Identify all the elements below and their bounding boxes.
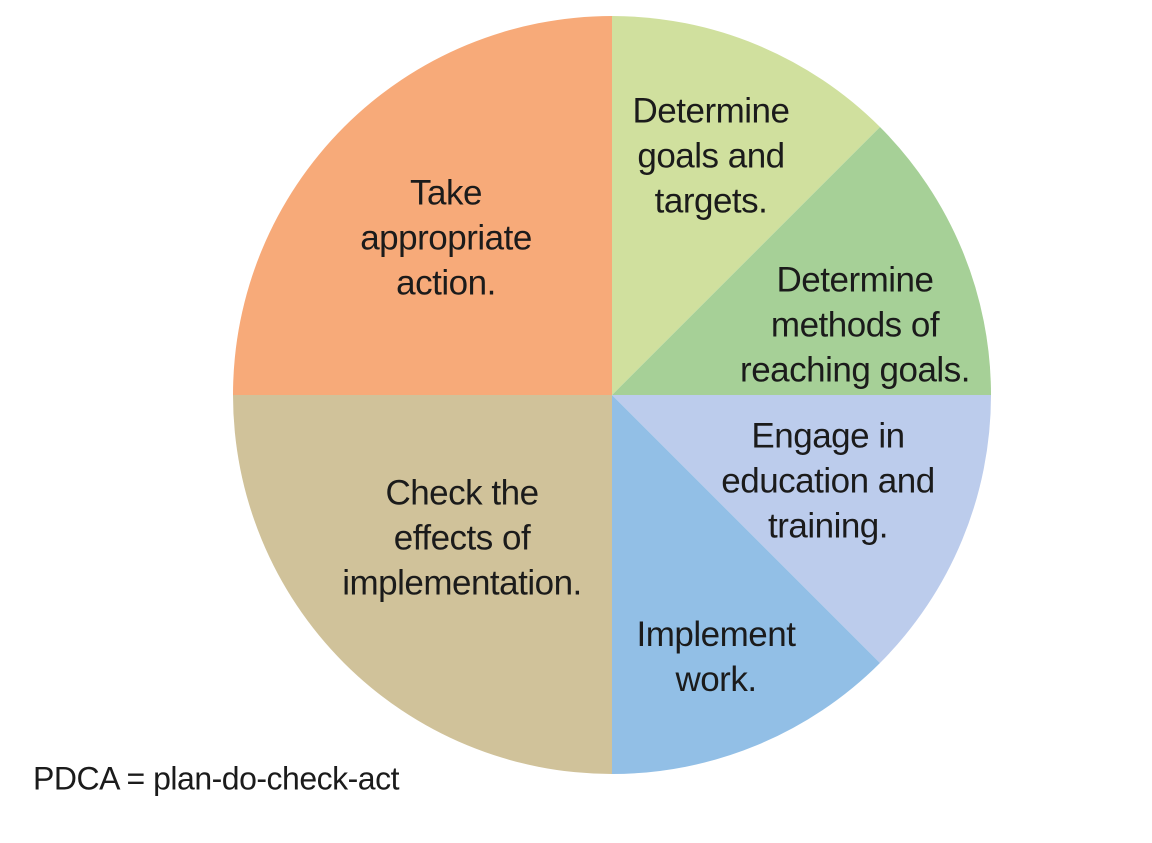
pie-slice-determine-methods	[612, 127, 991, 395]
slice-label-take-action: Take appropriate action.	[360, 173, 532, 303]
pie-slice-implement-work	[612, 395, 880, 774]
slice-label-check-effects: Check the effects of implementation.	[342, 473, 582, 603]
slice-label-implement-work: Implement work.	[636, 615, 796, 699]
chart-footnote: PDCA = plan-do-check-act	[33, 760, 399, 797]
pie-slice-take-action	[233, 16, 612, 395]
slice-label-determine-goals: Determine goals and targets.	[632, 91, 790, 221]
pie-slice-check-effects	[233, 395, 612, 774]
slice-label-determine-methods: Determine methods of reaching goals.	[740, 260, 970, 390]
pie-slice-engage-education	[612, 395, 991, 663]
pie-slice-determine-goals	[612, 16, 880, 395]
slice-label-engage-education: Engage in education and training.	[721, 416, 935, 546]
